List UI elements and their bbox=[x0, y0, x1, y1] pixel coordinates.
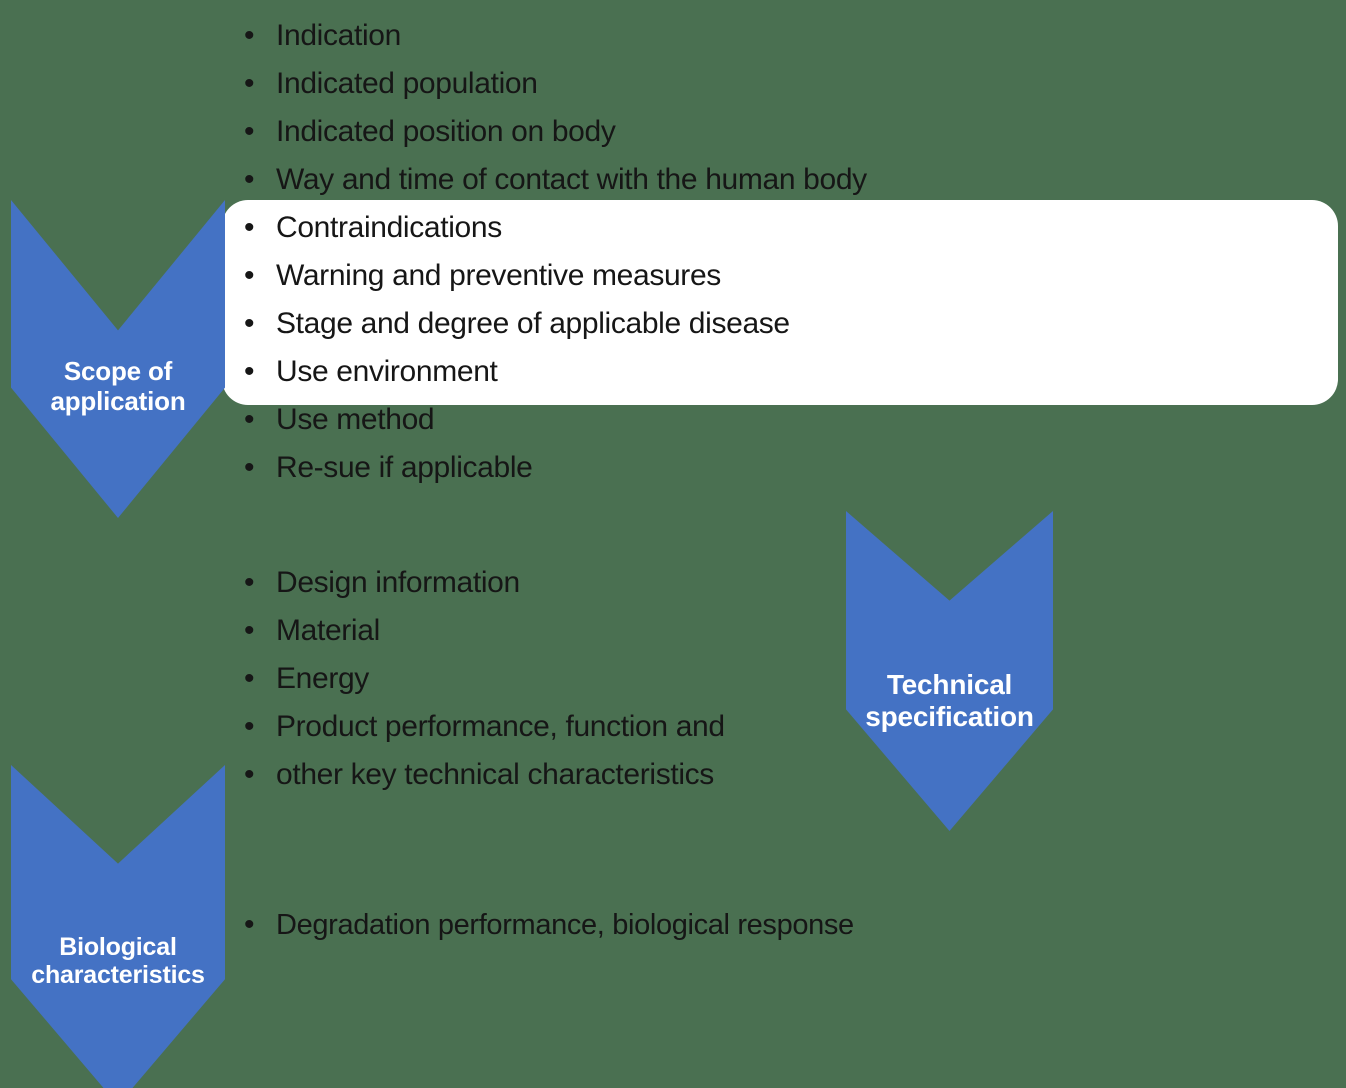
list-item: Product performance, function and bbox=[244, 703, 725, 751]
bullet-list-scope-of-application: Indication Indicated population Indicate… bbox=[244, 12, 867, 492]
list-item: Use environment bbox=[244, 348, 867, 396]
chevron-label-scope-of-application: Scope of application bbox=[50, 356, 186, 416]
list-item: Degradation performance, biological resp… bbox=[244, 901, 854, 949]
bullet-list-biological-characteristics: Degradation performance, biological resp… bbox=[244, 901, 854, 949]
list-item: Indicated population bbox=[244, 60, 867, 108]
chevron-label-technical-specification: Technical specification bbox=[865, 669, 1034, 732]
list-item: Re-sue if applicable bbox=[244, 444, 867, 492]
chevron-scope-of-application[interactable]: Scope of application bbox=[11, 200, 225, 518]
list-item: Way and time of contact with the human b… bbox=[244, 156, 867, 204]
list-item: Material bbox=[244, 607, 725, 655]
chevron-label-biological-characteristics: Biological characteristics bbox=[31, 932, 205, 990]
chevron-biological-characteristics[interactable]: Biological characteristics bbox=[11, 765, 225, 1088]
list-item: Use method bbox=[244, 396, 867, 444]
list-item: other key technical characteristics bbox=[244, 751, 725, 799]
list-item: Stage and degree of applicable disease bbox=[244, 300, 867, 348]
chevron-technical-specification[interactable]: Technical specification bbox=[846, 511, 1053, 831]
bullet-list-technical-specification: Design information Material Energy Produ… bbox=[244, 559, 725, 799]
list-item: Energy bbox=[244, 655, 725, 703]
list-item: Contraindications bbox=[244, 204, 867, 252]
list-item: Design information bbox=[244, 559, 725, 607]
list-item: Warning and preventive measures bbox=[244, 252, 867, 300]
list-item: Indicated position on body bbox=[244, 108, 867, 156]
list-item: Indication bbox=[244, 12, 867, 60]
